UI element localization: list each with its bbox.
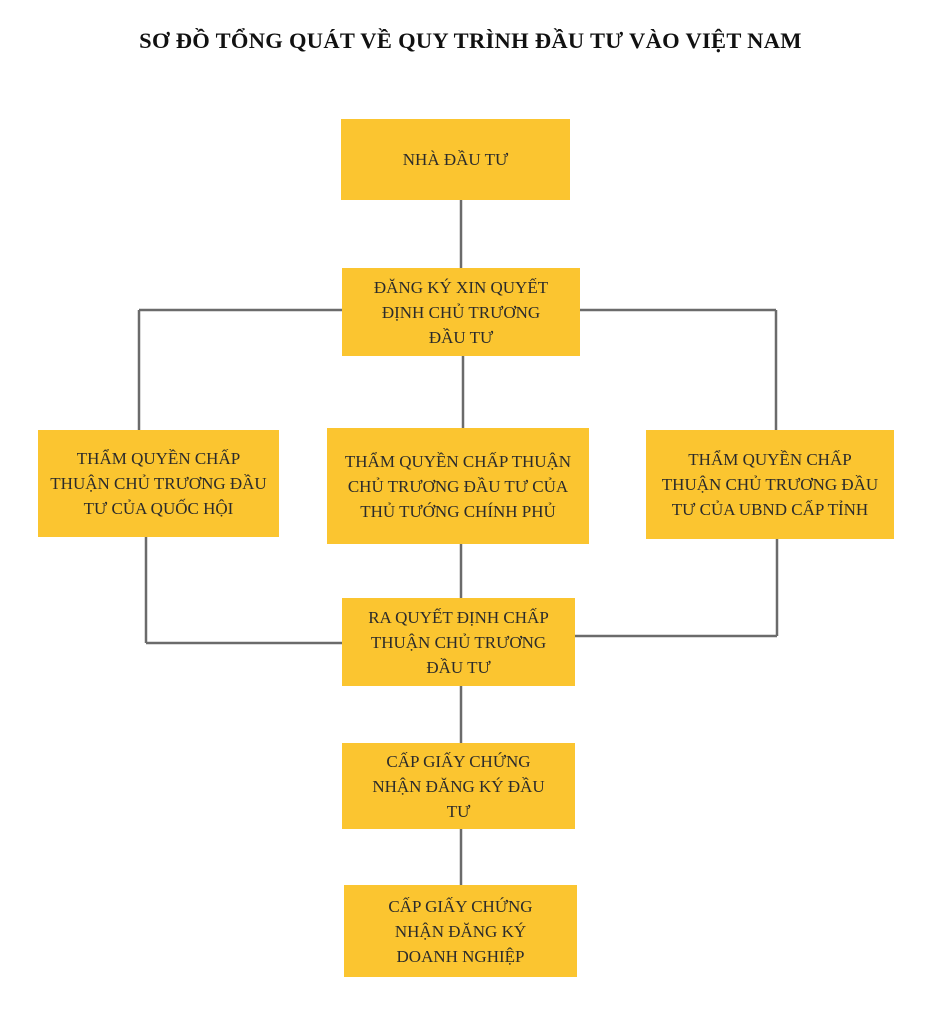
node-enterprise-certificate-label: CẤP GIẤY CHỨNG NHẬN ĐĂNG KÝ DOANH NGHIỆP bbox=[388, 896, 533, 966]
diagram-title: SƠ ĐỒ TỔNG QUÁT VỀ QUY TRÌNH ĐẦU TƯ VÀO … bbox=[139, 28, 802, 53]
node-policy-decision-label: RA QUYẾT ĐỊNH CHẤP THUẬN CHỦ TRƯƠNG ĐẦU … bbox=[368, 607, 549, 677]
node-investment-certificate-label: CẤP GIẤY CHỨNG NHẬN ĐĂNG KÝ ĐẦU TƯ bbox=[372, 751, 545, 821]
node-authority-national-assembly: THẨM QUYỀN CHẤP THUẬN CHỦ TRƯƠNG ĐẦU TƯ … bbox=[38, 430, 279, 537]
node-authority-prime-minister: THẨM QUYỀN CHẤP THUẬN CHỦ TRƯƠNG ĐẦU TƯ … bbox=[327, 428, 589, 544]
node-enterprise-certificate: CẤP GIẤY CHỨNG NHẬN ĐĂNG KÝ DOANH NGHIỆP bbox=[344, 885, 577, 977]
node-register-policy: ĐĂNG KÝ XIN QUYẾT ĐỊNH CHỦ TRƯƠNG ĐẦU TƯ bbox=[342, 268, 580, 356]
node-investment-certificate: CẤP GIẤY CHỨNG NHẬN ĐĂNG KÝ ĐẦU TƯ bbox=[342, 743, 575, 829]
node-authority-provincial-committee-label: THẨM QUYỀN CHẤP THUẬN CHỦ TRƯƠNG ĐẦU TƯ … bbox=[661, 450, 879, 519]
node-investor-label: NHÀ ĐẦU TƯ bbox=[402, 150, 509, 169]
node-authority-prime-minister-label: THẨM QUYỀN CHẤP THUẬN CHỦ TRƯƠNG ĐẦU TƯ … bbox=[344, 451, 572, 521]
node-register-policy-label: ĐĂNG KÝ XIN QUYẾT ĐỊNH CHỦ TRƯƠNG ĐẦU TƯ bbox=[373, 277, 549, 347]
node-authority-national-assembly-label: THẨM QUYỀN CHẤP THUẬN CHỦ TRƯƠNG ĐẦU TƯ … bbox=[50, 449, 267, 518]
node-policy-decision: RA QUYẾT ĐỊNH CHẤP THUẬN CHỦ TRƯƠNG ĐẦU … bbox=[342, 598, 575, 686]
node-investor: NHÀ ĐẦU TƯ bbox=[341, 119, 570, 200]
node-authority-provincial-committee: THẨM QUYỀN CHẤP THUẬN CHỦ TRƯƠNG ĐẦU TƯ … bbox=[646, 430, 894, 539]
